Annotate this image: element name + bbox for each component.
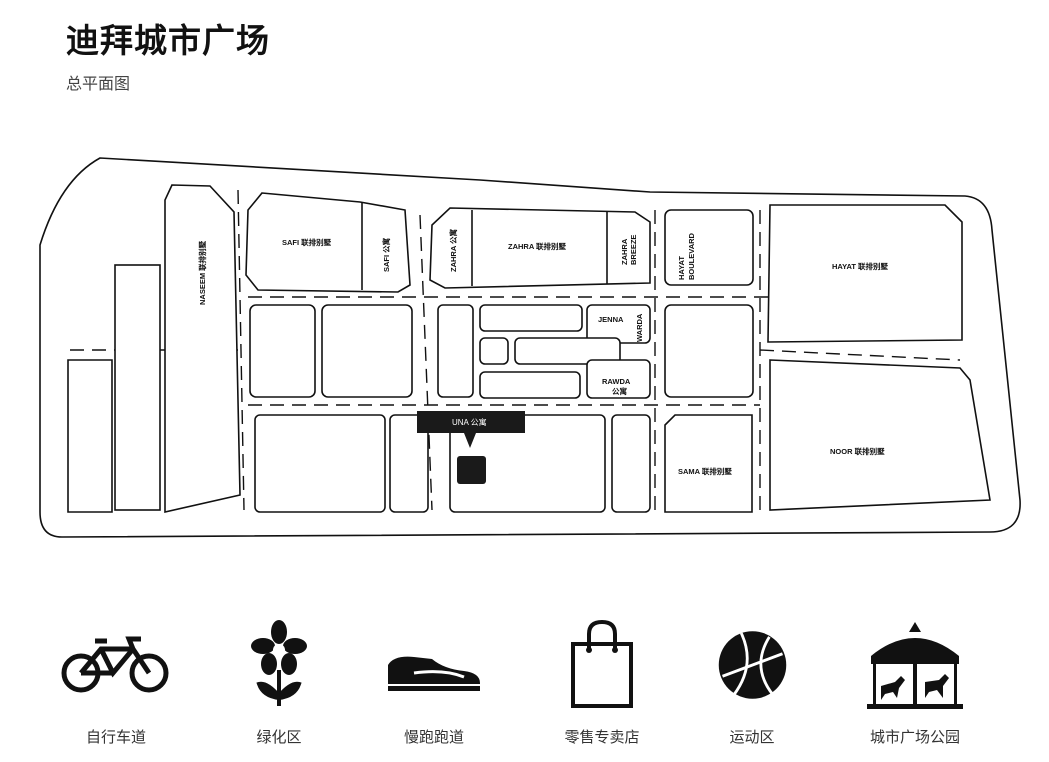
amenity-retail: 零售专卖店 [532, 620, 672, 747]
flower-icon [251, 620, 307, 706]
page-title: 迪拜城市广场 [66, 21, 270, 60]
amenity-jogging: 慢跑跑道 [364, 620, 504, 747]
label-hayat: HAYAT 联排别墅 [832, 261, 888, 271]
label-safi-villa: SAFI 联排别墅 [282, 237, 332, 247]
amenity-sports: 运动区 [682, 620, 822, 747]
carousel-icon [867, 622, 963, 709]
label-naseem: NASEEM 联排别墅 [197, 240, 207, 305]
label-hayat-blvd-1: HAYAT [677, 256, 686, 280]
label-rawda-1: RAWDA [602, 377, 631, 386]
site-plan-map: NASEEM 联排别墅 SAFI 联排别墅 SAFI 公寓 ZAHRA 公寓 Z… [39, 157, 1021, 538]
label-zahra-breeze-1: ZAHRA [620, 238, 629, 265]
amenity-bicycle: 自行车道 [46, 620, 186, 747]
shopping-bag-icon [571, 620, 633, 708]
label-sama: SAMA 联排别墅 [678, 466, 732, 476]
amenity-label: 自行车道 [85, 728, 146, 746]
bicycle-icon [61, 636, 169, 693]
label-zahra-villa: ZAHRA 联排别墅 [508, 241, 567, 251]
label-noor: NOOR 联排别墅 [830, 446, 885, 456]
page-subtitle: 总平面图 [66, 74, 131, 93]
label-jenna: JENNA [598, 315, 624, 324]
amenity-label: 零售专卖店 [564, 728, 640, 746]
map-labels: NASEEM 联排别墅 SAFI 联排别墅 SAFI 公寓 ZAHRA 公寓 Z… [197, 228, 888, 476]
amenity-greenery: 绿化区 [209, 620, 349, 747]
amenity-plaza-park: 城市广场公园 [845, 620, 985, 747]
label-warda: WARDA [635, 313, 644, 342]
label-zahra-breeze-2: BREEZE [629, 235, 638, 265]
blocks [67, 184, 991, 514]
label-safi-apt: SAFI 公寓 [381, 237, 391, 272]
label-zahra-apt: ZAHRA 公寓 [448, 228, 458, 272]
label-hayat-blvd-2: BOULEVARD [687, 232, 696, 280]
una-marker[interactable]: UNA 公寓 [417, 411, 525, 484]
basketball-icon [718, 631, 786, 699]
amenity-label: 慢跑跑道 [403, 728, 464, 746]
sneaker-icon [388, 656, 480, 691]
label-rawda-2: 公寓 [612, 386, 627, 396]
label-una: UNA 公寓 [452, 417, 487, 427]
una-building [457, 456, 486, 484]
roads [70, 189, 961, 511]
amenity-label: 城市广场公园 [869, 728, 960, 746]
amenity-label: 绿化区 [256, 728, 302, 746]
amenity-label: 运动区 [729, 728, 775, 746]
